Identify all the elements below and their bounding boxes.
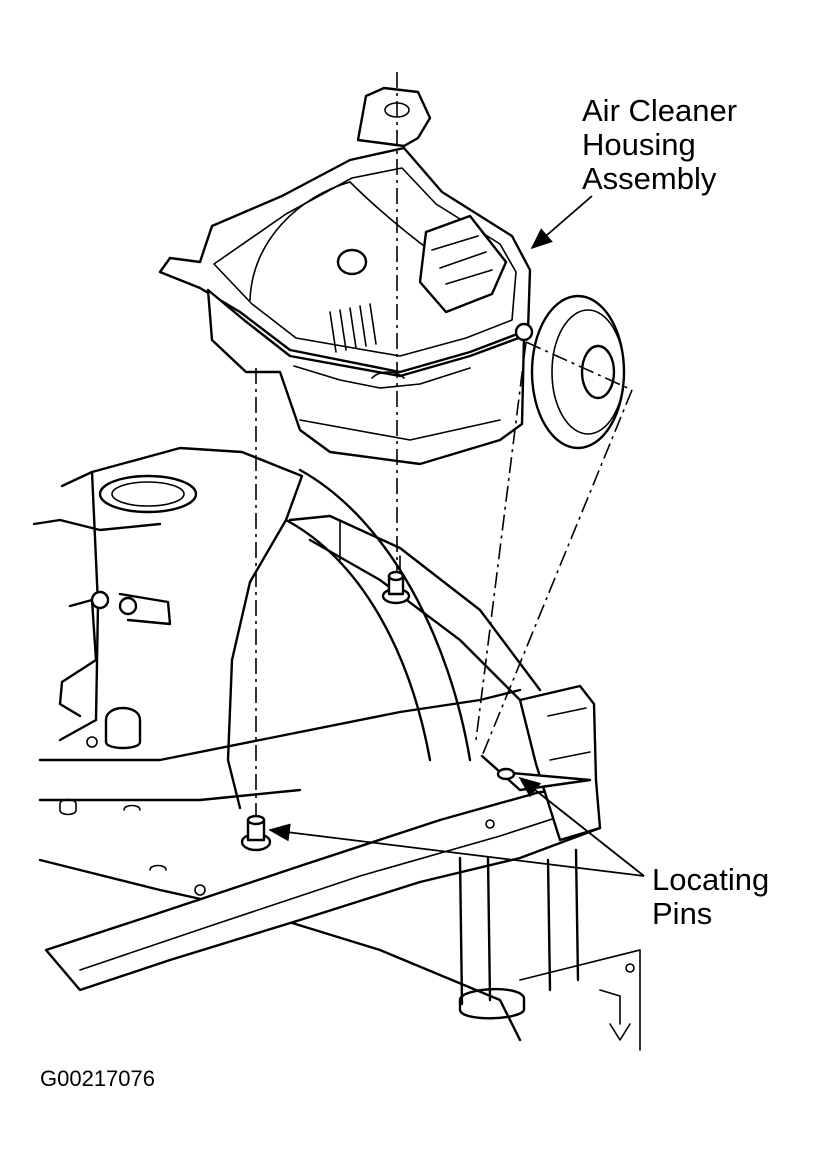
- label-line: Assembly: [582, 161, 717, 196]
- alignment-lines: [255, 72, 633, 816]
- locating-pin-left: [240, 814, 272, 852]
- label-line: Pins: [652, 896, 713, 931]
- leader-arrow-housing: [530, 195, 593, 250]
- leader-arrow-left-pin: [268, 823, 645, 877]
- air-cleaner-housing: [158, 86, 534, 466]
- locating-pins-label: Locating Pins: [652, 863, 769, 931]
- locating-pin-center: [381, 570, 411, 605]
- air-inlet-snorkel: [530, 294, 626, 450]
- label-line: Locating: [652, 862, 770, 897]
- label-line: Housing: [582, 127, 696, 162]
- label-line: Air Cleaner: [582, 93, 738, 128]
- air-cleaner-housing-label: Air Cleaner Housing Assembly: [582, 94, 737, 196]
- engine-bay-structure: [32, 446, 641, 1051]
- figure-id: G00217076: [40, 1066, 155, 1091]
- locating-pin-right: [480, 754, 592, 792]
- leader-arrow-right-pin: [518, 776, 645, 877]
